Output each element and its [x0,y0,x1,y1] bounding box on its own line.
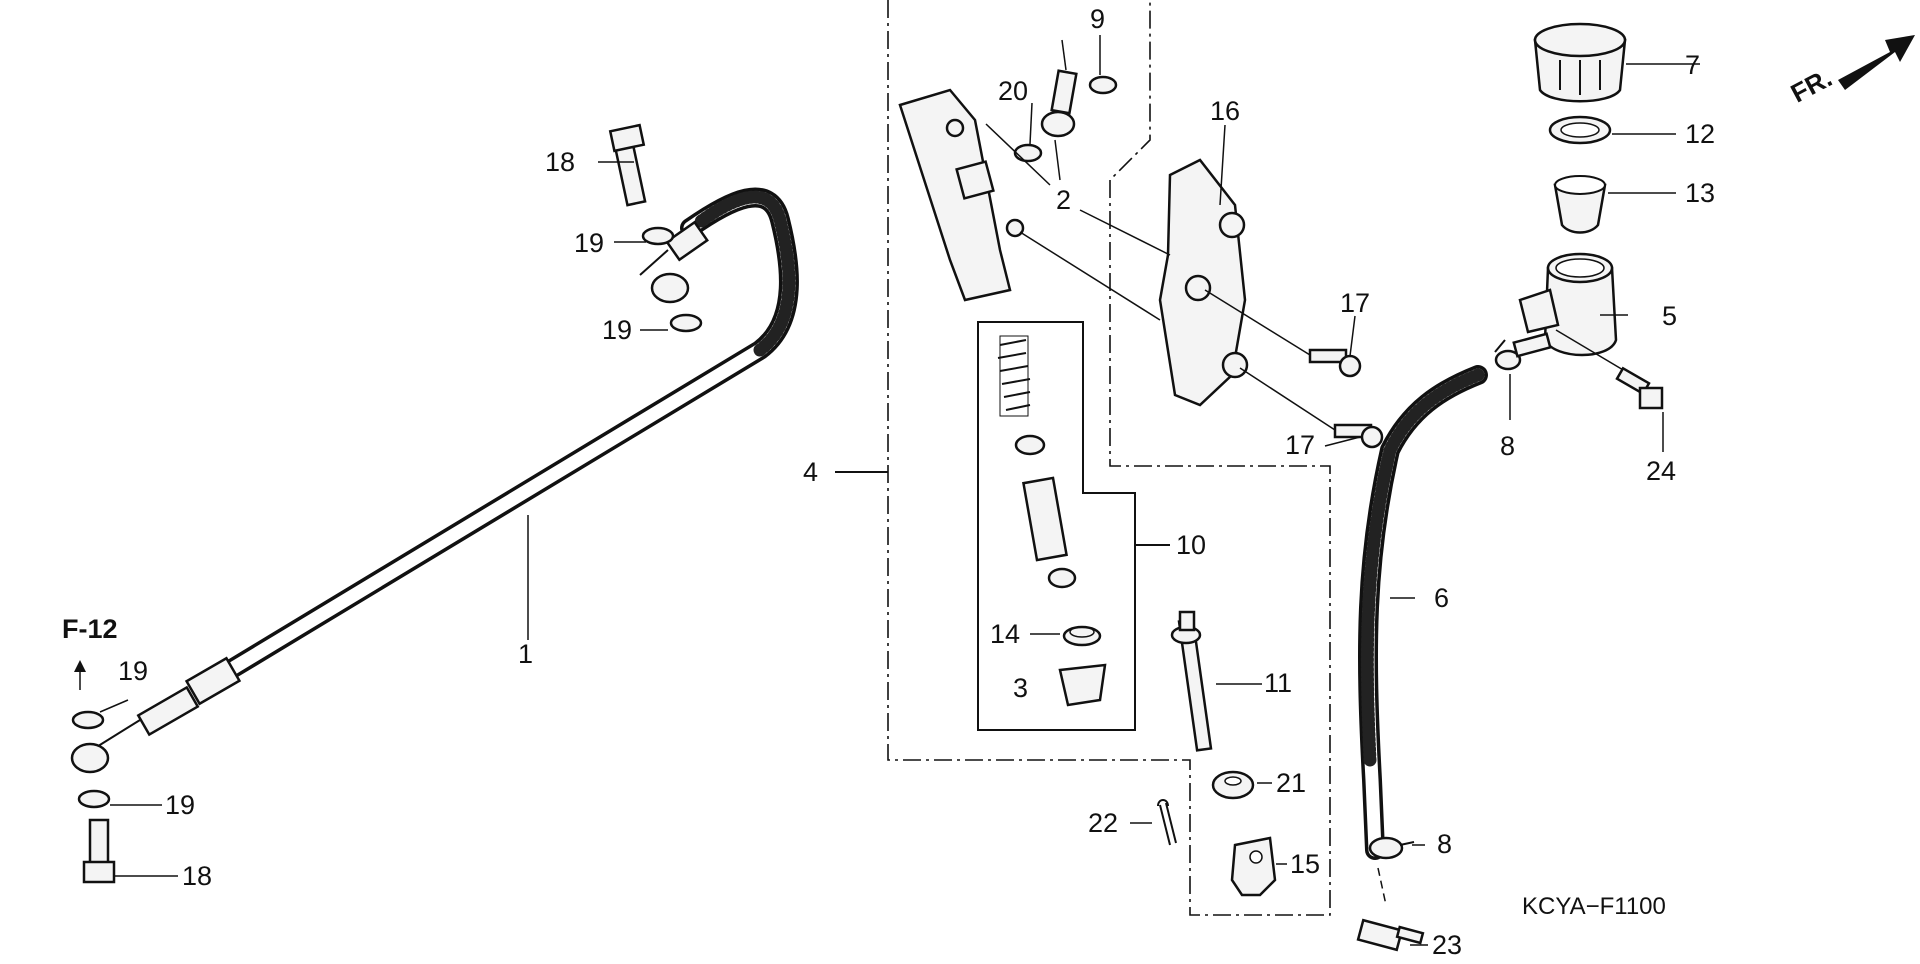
callout-20: 20 [998,76,1028,106]
bracket [1019,158,1249,407]
diagram-code: KCYA−F1100 [1522,893,1666,920]
callout-labels: 1 2 3 4 5 6 7 8 8 9 10 11 12 13 14 15 16… [118,4,1715,960]
callout-17-upper: 17 [1340,288,1370,318]
callout-7: 7 [1685,50,1700,80]
callout-1: 1 [518,639,533,669]
reservoir-tank [1512,252,1618,358]
reference-label: F-12 [62,614,118,644]
cotter-pin [1157,799,1177,846]
leader-lines [99,35,1700,946]
bolt-lower [1239,367,1384,449]
callout-10: 10 [1176,530,1206,560]
bolt-upper [1204,289,1362,378]
grommet [1356,918,1425,952]
reservoir-plate [1548,115,1612,145]
push-rod [1170,610,1213,752]
callout-4: 4 [803,457,818,487]
callout-24: 24 [1646,456,1676,486]
callout-22: 22 [1088,808,1118,838]
banjo-bolt-upper [608,123,703,333]
callout-17-lower: 17 [1285,430,1315,460]
callout-2: 2 [1056,185,1071,215]
callout-16: 16 [1210,96,1240,126]
hose-clip-lower [1368,836,1415,860]
callout-13: 13 [1685,178,1715,208]
master-cylinder-boundary [835,0,1331,916]
piston-kit-boundary [977,321,1170,731]
callout-18-lower: 18 [182,861,212,891]
callout-3: 3 [1013,673,1028,703]
reservoir-cap [1533,22,1627,103]
reservoir-bolt [1555,329,1664,410]
callout-19-d: 19 [165,790,195,820]
banjo-bolt-lower [70,660,116,884]
front-label: FR. [1786,62,1837,108]
clevis [1230,836,1277,897]
callout-15: 15 [1290,849,1320,879]
brake-hose [94,187,799,749]
callout-19-c: 19 [118,656,148,686]
callout-11: 11 [1264,668,1292,698]
lock-nut [1211,770,1255,800]
hose-joint [1013,39,1118,163]
callout-6: 6 [1434,583,1449,613]
callout-5: 5 [1662,301,1677,331]
callout-18-upper: 18 [545,147,575,177]
callout-9: 9 [1090,4,1105,34]
hose-clip-upper [1494,339,1522,371]
front-direction-arrow-icon [1838,35,1915,90]
piston [1014,434,1077,589]
callout-8-upper: 8 [1500,431,1515,461]
callout-21: 21 [1276,768,1306,798]
master-cylinder-body [898,88,1025,302]
reservoir-diaphragm [1553,175,1607,234]
callout-12: 12 [1685,119,1715,149]
callout-19-a: 19 [574,228,604,258]
reservoir-hose [1358,365,1488,906]
circlip [1062,625,1102,647]
boot [1058,663,1107,707]
callout-23: 23 [1432,930,1462,959]
piston-spring [997,335,1031,417]
callout-19-b: 19 [602,315,632,345]
callout-14: 14 [990,619,1020,649]
callout-8-lower: 8 [1437,829,1452,859]
